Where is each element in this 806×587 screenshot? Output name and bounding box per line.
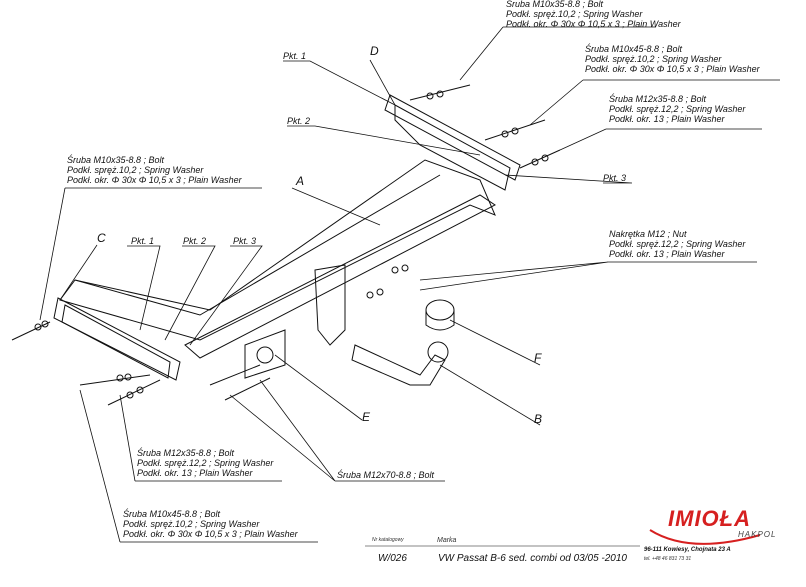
callout-left-bolt-m10x35: Śruba M10x35-8.8 ; Bolt Podkł. spręż.10,… <box>67 155 242 185</box>
callout-top-bolt-m10x45: Śruba M10x45-8.8 ; Bolt Podkł. spręż.10,… <box>585 44 760 74</box>
bolt-long-2 <box>224 377 271 401</box>
label-letter-f: F <box>534 351 542 365</box>
label-pkt3-right: Pkt. 3 <box>603 173 627 183</box>
bolt-top-2 <box>484 119 546 141</box>
tow-ball <box>427 341 449 363</box>
company-sub: HAKPOL <box>738 530 777 539</box>
bolt-left <box>11 321 51 341</box>
bolt-bottom-1 <box>79 374 151 386</box>
ball-cap-part-f <box>425 299 455 321</box>
label-letter-b: B <box>534 412 543 426</box>
socket-plate-part-e <box>244 329 286 379</box>
bolt-top-3 <box>519 149 561 169</box>
label-pkt1-top: Pkt. 1 <box>283 51 307 61</box>
label-letter-d: D <box>370 44 379 58</box>
label-letter-a: A <box>296 174 305 188</box>
callout-long-bolt-m12x70: Śruba M12x70-8.8 ; Bolt <box>337 470 435 480</box>
crossbar-tube <box>184 194 496 359</box>
label-letter-c: C <box>97 231 106 245</box>
callout-bottom-bolt-m12x35: Śruba M12x35-8.8 ; Bolt Podkł. spręż.12,… <box>137 448 274 478</box>
bracket-part-d <box>384 94 521 181</box>
callout-nut-m12: Nakrętka M12 ; Nut Podkł. spręż.12,2 ; S… <box>609 229 746 259</box>
crossbar-top-edge <box>74 174 441 316</box>
company-logo: IMIOŁA <box>668 506 751 531</box>
company-address: 96-111 Kowiesy, Chojnata 23 A <box>644 547 731 553</box>
bolt-top-1 <box>409 84 471 101</box>
callout-top-bolt-m10x35: Śruba M10x35-8.8 ; Bolt Podkł. spręż.10,… <box>506 0 681 29</box>
bracket-part-c <box>53 297 181 381</box>
brand-value: VW Passat B-6 sed. combi od 03/05 -2010 <box>438 553 627 564</box>
brand-label: Marka <box>437 537 457 544</box>
ball-mount-part-b <box>351 344 446 386</box>
label-pkt3-left: Pkt. 3 <box>233 236 257 246</box>
brand-swoosh <box>649 529 761 545</box>
catalog-number-value: W/026 <box>378 553 407 564</box>
catalog-number-label: Nr katalogowy <box>372 537 404 543</box>
callout-bottom-bolt-m10x45: Śruba M10x45-8.8 ; Bolt Podkł. spręż.10,… <box>123 509 298 539</box>
label-pkt2-top: Pkt. 2 <box>287 116 311 126</box>
bolt-bottom-2 <box>107 379 161 406</box>
callout-top-bolt-m12x35: Śruba M12x35-8.8 ; Bolt Podkł. spręż.12,… <box>609 94 746 124</box>
drop-plate <box>314 264 346 346</box>
bracket-c-face <box>61 304 171 379</box>
label-pkt2-left: Pkt. 2 <box>183 236 207 246</box>
company-phone: tel. +48 46 831 73 31 <box>644 556 692 562</box>
bracket-d-face <box>394 104 511 191</box>
label-letter-e: E <box>362 410 371 424</box>
bolt-long-1 <box>209 364 261 386</box>
label-pkt1-left: Pkt. 1 <box>131 236 155 246</box>
crossbar-part-a <box>59 159 496 341</box>
